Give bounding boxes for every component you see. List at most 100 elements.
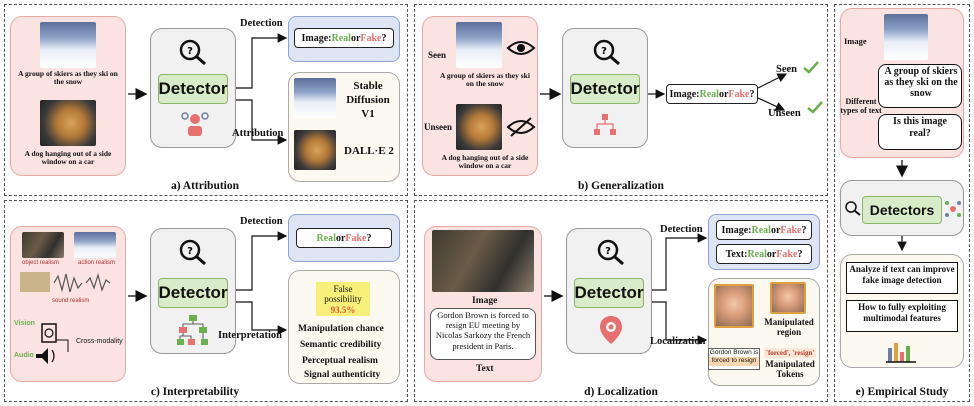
or-label: or (350, 32, 361, 44)
d-q1-real: Real (751, 224, 771, 236)
network-icon (945, 201, 961, 217)
c-query-suffix: ? (366, 232, 372, 244)
panel-a-caption: a) Attribution (170, 180, 240, 192)
e-bubble2-text: Is this image real? (893, 116, 947, 139)
panel-c-caption: c) Interpretability (150, 386, 240, 398)
interpretation-item: Manipulation chance (298, 324, 384, 334)
attribution-label: Attribution (232, 128, 284, 139)
panel-d-caption: d) Localization (584, 386, 658, 398)
panel-e-frame (834, 4, 970, 402)
seen-input-label: Seen (428, 50, 446, 60)
location-pin-icon (600, 316, 622, 344)
svg-text:?: ? (605, 246, 611, 257)
e-magnifier-icon (845, 201, 861, 216)
fake-label: Fake (360, 32, 382, 44)
object-realism-photo (22, 232, 64, 258)
detectors-e: Detectors (862, 196, 942, 224)
cross-modality-label: Cross-modality (76, 338, 123, 345)
false-possibility-label: False possibility (324, 284, 362, 305)
skiers-photo (40, 22, 96, 68)
object-realism-label: object realism (22, 260, 60, 266)
d-q2-or: or (766, 248, 777, 260)
detector-b: Detector (570, 74, 640, 104)
interpretation-item: Signal authenticity (304, 370, 381, 380)
panel-b-caption: b) Generalization (578, 180, 664, 192)
cross-modality-icon (36, 323, 69, 364)
manipulated-tokens-label: Manipulated Tokens (765, 359, 815, 379)
detector-d: Detector (574, 278, 644, 308)
action-realism-photo (74, 232, 116, 258)
e-analysis-1-text: Analyze if text can improve fake image d… (849, 264, 955, 286)
panel-c-interpretation-box (288, 270, 400, 384)
panel-d-frame (414, 200, 828, 402)
panel-a-frame (4, 4, 408, 196)
real-label: Real (331, 32, 351, 44)
b-fake-label: Fake (728, 88, 750, 100)
b-or-label: or (718, 88, 729, 100)
svg-text:?: ? (187, 246, 193, 257)
detection-label-c: Detection (240, 216, 283, 227)
panel-a-detection-query: Image: Real or Fake ? (294, 28, 394, 48)
seen-output-label: Seen (776, 64, 797, 75)
e-text-bubble-1 (878, 64, 962, 108)
interpretation-item: Perceptual realism (302, 356, 378, 366)
b-dog-photo (456, 104, 502, 150)
snippet-line2: forced to resign (709, 357, 759, 366)
panel-c-detection-query: Real or Fake ? (296, 228, 392, 248)
eye-icon (506, 41, 536, 55)
lab-flask-icon (886, 343, 916, 363)
e-analysis-2 (846, 300, 958, 332)
b-query-suffix: ? (749, 88, 755, 100)
gordon-photo (432, 230, 534, 292)
svg-text:?: ? (187, 46, 193, 57)
arrow-a-detection (236, 33, 288, 89)
unseen-check-icon (807, 101, 823, 114)
dog-photo (40, 100, 96, 146)
arrow-d-detection (652, 233, 708, 291)
c-magnifier-icon: ? (179, 239, 206, 266)
sound-waves-icon (20, 272, 111, 293)
c-real-label: Real (316, 232, 336, 244)
arrow-d-localization (652, 301, 708, 345)
e-analysis-1 (846, 262, 958, 294)
interpretation-item: Semantic credibility (300, 340, 382, 350)
manipulated-region-crop (770, 282, 806, 314)
c-or-label: or (335, 232, 346, 244)
arrow-c-interpretation (236, 301, 288, 335)
panel-d-image-query: Image: Real or Fake ? (716, 220, 812, 240)
d-q2-real: Real (747, 248, 767, 260)
c-fake-label: Fake (345, 232, 367, 244)
hierarchy-icon (594, 114, 616, 135)
d-magnifier-icon: ? (597, 239, 624, 266)
detection-label-a: Detection (240, 18, 283, 29)
e-image-label: Image (844, 36, 867, 46)
e-skiers-photo (884, 14, 928, 60)
attribution-dog-photo (294, 130, 336, 170)
attribution-skiers-photo (294, 78, 336, 118)
unseen-output-label: Unseen (768, 108, 801, 119)
e-bubble1-text: A group of skiers as they ski on the sno… (884, 66, 958, 99)
skiers-caption: A group of skiers as they ski on the sno… (18, 69, 118, 87)
b-magnifier-icon: ? (593, 39, 620, 66)
detector-c: Detector (158, 278, 228, 308)
interpretation-label: Interpretation (218, 330, 282, 341)
false-possibility-badge: False possibility 93.5% (316, 282, 370, 316)
unseen-input-label: Unseen (424, 122, 453, 132)
b-dog-caption: A dog hanging out of a side window on a … (441, 153, 529, 171)
b-skiers-caption: A group of skiers as they ski on the sno… (440, 71, 530, 89)
d-text-content: Gordon Brown is forced to resign EU meet… (435, 310, 531, 351)
decision-tree-icon (177, 315, 208, 345)
d-text-box (430, 308, 536, 360)
panel-e-caption: e) Empirical Study (855, 386, 949, 398)
d-q1-or: or (770, 224, 781, 236)
model-dalle: DALL·E 2 (344, 145, 394, 157)
arrow-a-attribution (236, 99, 288, 145)
detector-a: Detector (158, 74, 228, 104)
manipulated-text-snippet: Gordon Brown is forced to resign (708, 348, 760, 370)
e-text-bubble-2 (878, 114, 962, 150)
query-suffix: ? (381, 32, 387, 44)
magnifier-icon: ? (179, 39, 206, 66)
seen-check-icon (803, 61, 819, 74)
panel-d-text-query: Text: Real or Fake ? (716, 244, 812, 264)
e-analysis-2-text: How to fully exploiting multimodal featu… (858, 302, 946, 324)
